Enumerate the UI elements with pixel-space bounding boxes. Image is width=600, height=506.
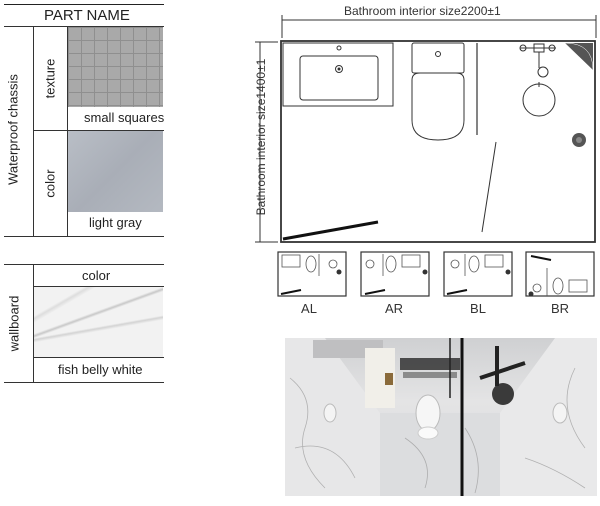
wallboard-color-label: color <box>82 268 111 283</box>
texture-value: small squares <box>84 110 165 125</box>
layout-thumbnails <box>277 251 595 297</box>
floor-plan <box>255 15 597 243</box>
wallboard-row-rule <box>33 286 164 287</box>
chassis-bottom-rule <box>4 236 164 237</box>
wallboard-value-rule <box>33 357 164 358</box>
gray-swatch <box>68 131 163 212</box>
layout-bl-label: BL <box>470 301 486 316</box>
wallboard-top-rule <box>4 264 164 265</box>
bathroom-render-drawing <box>285 338 597 496</box>
chassis-label-divider <box>67 26 68 236</box>
table-top-rule <box>4 4 164 5</box>
width-dimension-label: Bathroom interior size2200±1 <box>344 4 501 18</box>
bathroom-render-image <box>285 338 597 496</box>
wallboard-divider <box>33 264 34 382</box>
texture-swatch <box>68 27 163 107</box>
table-header-rule <box>4 26 164 27</box>
table-header: PART NAME <box>44 7 130 24</box>
wallboard-bottom-rule <box>4 382 164 383</box>
layout-al-label: AL <box>301 301 317 316</box>
wallboard-value: fish belly white <box>58 362 143 377</box>
color-value: light gray <box>89 215 142 230</box>
layout-ar-label: AR <box>384 301 404 316</box>
chassis-divider <box>33 26 34 236</box>
chassis-row-rule <box>33 130 164 131</box>
layout-br-label: BR <box>550 301 570 316</box>
marble-swatch <box>34 287 163 357</box>
